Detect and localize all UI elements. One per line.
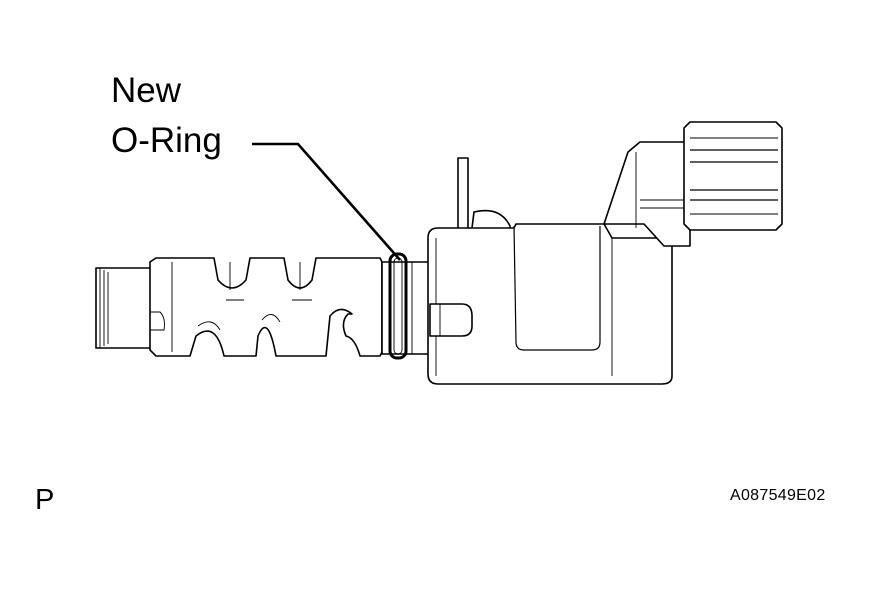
view-letter: P bbox=[35, 484, 55, 516]
callout-label-new: New bbox=[111, 71, 182, 110]
callout-label-o-ring: O-Ring bbox=[111, 121, 222, 160]
figure-id: A087549E02 bbox=[730, 487, 826, 504]
solenoid-body bbox=[427, 157, 673, 385]
valve-sleeve bbox=[95, 257, 431, 357]
electrical-connector bbox=[603, 121, 783, 247]
callout-leader-line bbox=[252, 142, 401, 261]
